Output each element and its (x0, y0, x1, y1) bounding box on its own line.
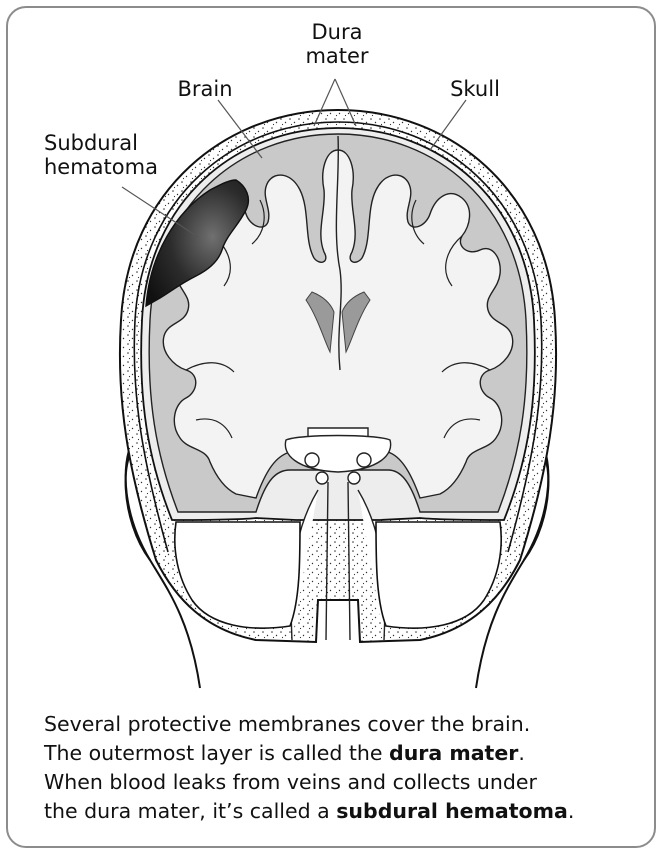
caption-line-3: When blood leaks from veins and collects… (44, 768, 654, 797)
term-dura-mater: dura mater (389, 741, 518, 765)
label-subdural-line1: Subdural (44, 131, 138, 155)
term-subdural-hematoma: subdural hematoma (336, 799, 568, 823)
brain-cross-section-illustration (0, 0, 664, 700)
caption-line-1: Several protective membranes cover the b… (44, 710, 654, 739)
label-dura-mater-line2: mater (305, 44, 368, 68)
label-subdural-hematoma: Subdural hematoma (44, 131, 184, 179)
label-brain: Brain (160, 77, 250, 101)
label-dura-mater: Dura mater (292, 20, 382, 68)
figure-caption: Several protective membranes cover the b… (44, 710, 654, 826)
label-subdural-line2: hematoma (44, 155, 158, 179)
label-dura-mater-line1: Dura (312, 20, 363, 44)
caption-line-4: the dura mater, it’s called a subdural h… (44, 797, 654, 826)
caption-line-2: The outermost layer is called the dura m… (44, 739, 654, 768)
label-skull: Skull (430, 77, 520, 101)
